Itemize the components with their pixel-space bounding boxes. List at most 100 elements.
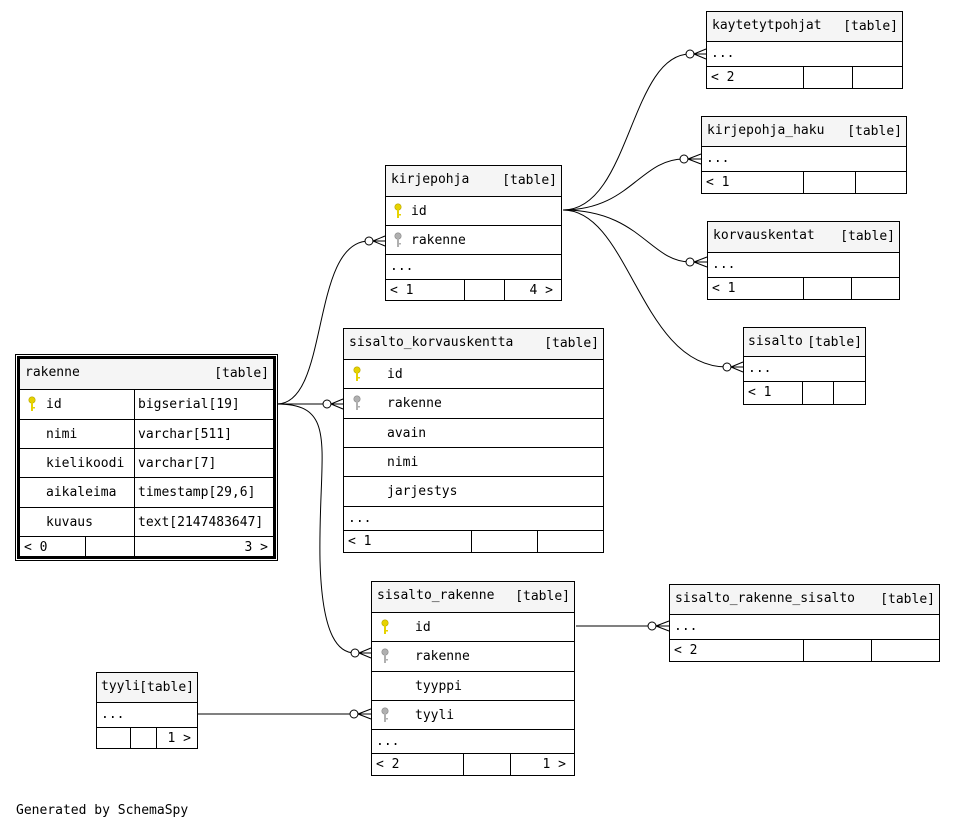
table-name: sisalto_rakenne_sisalto (675, 591, 856, 606)
parents-count[interactable]: < 2 (711, 70, 735, 85)
column-name: tyyli (415, 708, 455, 723)
table-footer: < 2 (670, 639, 939, 661)
column-name: tyyppi (415, 679, 462, 694)
table-header: sisalto [table] (744, 328, 865, 356)
table-kind: [table] (847, 124, 902, 139)
key-icon (381, 707, 389, 723)
more-indicator: ... (748, 361, 772, 376)
children-count[interactable]: 1 > (542, 757, 566, 772)
table-footer: 1 > (97, 727, 197, 748)
column-row: kielikoodi varchar[7] (20, 448, 273, 477)
table-kind: [table] (502, 173, 557, 188)
key-icon (394, 203, 402, 219)
more-indicator: ... (706, 151, 730, 166)
more-row: ... (97, 702, 197, 727)
table-header: sisalto_korvauskentta [table] (344, 329, 603, 359)
edge-rakenne-sisalto-rakenne (276, 403, 356, 654)
table-footer: < 1 (344, 530, 603, 552)
column-row: nimi varchar[511] (20, 419, 273, 448)
parents-count[interactable]: < 2 (674, 643, 698, 658)
table-footer: < 1 (708, 277, 899, 299)
children-count[interactable]: 3 > (244, 540, 268, 555)
table-kirjepohja[interactable]: kirjepohja [table] id rakenne ... < 1 4 … (385, 165, 562, 301)
table-kind: [table] (843, 19, 898, 34)
column-row: avain (344, 418, 603, 447)
table-name: tyyli (101, 679, 141, 694)
parents-count[interactable]: < 1 (712, 281, 736, 296)
children-count[interactable]: 1 > (167, 731, 191, 746)
key-icon (353, 395, 361, 411)
generated-by-label: Generated by SchemaSpy (16, 803, 189, 818)
column-type: text[2147483647] (138, 515, 264, 530)
column-type: bigserial[19] (138, 397, 240, 412)
table-kind: [table] (840, 229, 895, 244)
table-header: kirjepohja [table] (386, 166, 561, 196)
column-name: id (415, 620, 431, 635)
column-name: aikaleima (46, 485, 117, 500)
more-row: ... (372, 729, 574, 753)
column-row: tyyli (372, 700, 574, 729)
column-type: varchar[7] (138, 456, 217, 471)
column-row: rakenne (386, 225, 561, 254)
column-name: rakenne (415, 649, 470, 664)
more-row: ... (707, 41, 902, 66)
more-row: ... (744, 356, 865, 381)
column-name: kielikoodi (46, 456, 125, 471)
table-name: sisalto_korvauskentta (349, 335, 514, 350)
table-header: korvauskentat [table] (708, 222, 899, 252)
more-row: ... (344, 506, 603, 530)
column-name: id (387, 367, 403, 382)
parents-count[interactable]: < 2 (376, 757, 400, 772)
key-icon (394, 232, 402, 248)
table-footer: < 2 1 > (372, 753, 574, 775)
table-korvauskentat[interactable]: korvauskentat [table] ... < 1 (707, 221, 900, 300)
table-kirjepohja-haku[interactable]: kirjepohja_haku [table] ... < 1 (701, 116, 907, 194)
key-icon (381, 619, 389, 635)
column-name: id (46, 397, 62, 412)
column-type: timestamp[29,6] (138, 485, 256, 500)
edge-kirjepohja-kaytetytpohjat (562, 53, 691, 211)
more-row: ... (386, 254, 561, 279)
children-count[interactable]: 4 > (529, 283, 553, 298)
column-row: rakenne (372, 641, 574, 671)
table-sisalto-rakenne[interactable]: sisalto_rakenne [table] id rakenne tyypp… (371, 581, 575, 776)
more-row: ... (702, 146, 906, 171)
table-rakenne[interactable]: rakenne [table] id bigserial[19] nimi va… (15, 354, 278, 561)
column-row: kuvaus text[2147483647] (20, 507, 273, 536)
table-kind: [table] (139, 680, 194, 695)
column-name: id (411, 204, 427, 219)
column-row: id (372, 612, 574, 641)
more-indicator: ... (711, 46, 735, 61)
table-header: sisalto_rakenne_sisalto [table] (670, 585, 939, 614)
table-tyyli[interactable]: tyyli [table] ... 1 > (96, 672, 198, 749)
table-footer: < 0 3 > (20, 536, 273, 556)
column-name: nimi (387, 455, 419, 470)
table-header: kirjepohja_haku [table] (702, 117, 906, 146)
edge-kirjepohja-korvauskentat (562, 209, 691, 263)
table-name: sisalto_rakenne (377, 588, 495, 603)
column-type: varchar[511] (138, 427, 232, 442)
table-header: tyyli [table] (97, 673, 197, 702)
more-indicator: ... (712, 257, 736, 272)
table-kaytetytpohjat[interactable]: kaytetytpohjat [table] ... < 2 (706, 11, 903, 89)
table-name: kaytetytpohjat (712, 18, 822, 33)
column-row: jarjestys (344, 476, 603, 506)
table-header: kaytetytpohjat [table] (707, 12, 902, 41)
parents-count[interactable]: < 0 (24, 540, 48, 555)
table-sisalto[interactable]: sisalto [table] ... < 1 (743, 327, 866, 405)
table-footer: < 1 (744, 381, 865, 404)
table-kind: [table] (544, 336, 599, 351)
column-name: kuvaus (46, 515, 93, 530)
more-indicator: ... (101, 707, 125, 722)
column-row: tyyppi (372, 671, 574, 700)
parents-count[interactable]: < 1 (748, 385, 772, 400)
column-row: id (344, 359, 603, 388)
table-kind: [table] (807, 335, 862, 350)
parents-count[interactable]: < 1 (706, 175, 730, 190)
parents-count[interactable]: < 1 (390, 283, 414, 298)
table-sisalto-rakenne-sisalto[interactable]: sisalto_rakenne_sisalto [table] ... < 2 (669, 584, 940, 662)
table-sisalto-korvauskentta[interactable]: sisalto_korvauskentta [table] id rakenne… (343, 328, 604, 553)
table-footer: < 1 4 > (386, 279, 561, 300)
parents-count[interactable]: < 1 (348, 534, 372, 549)
table-footer: < 2 (707, 66, 902, 88)
